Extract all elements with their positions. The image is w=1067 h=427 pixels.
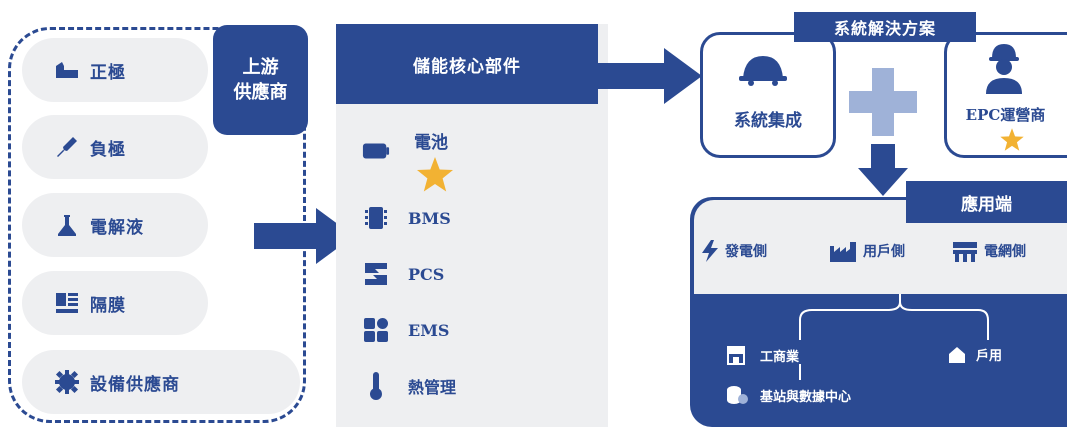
store-icon — [726, 345, 746, 365]
battery-icon — [362, 137, 390, 165]
application-sub-label: 基站與數據中心 — [760, 389, 852, 405]
upstream-item-label: 正極 — [90, 62, 126, 83]
core-item-label: BMS — [408, 208, 451, 228]
application-title-bar: 應用端 — [906, 181, 1067, 223]
branch-bracket — [799, 294, 989, 380]
core-item-battery — [362, 137, 390, 165]
upstream-item-label: 負極 — [90, 139, 126, 160]
flask-icon — [52, 210, 82, 240]
application-title: 應用端 — [961, 194, 1012, 215]
gear-icon — [52, 367, 82, 397]
application-sub-datacenter: 基站與數據中心 — [726, 385, 851, 405]
solution-title-bar: 系統解決方案 — [794, 12, 976, 42]
application-sub-label: 工商業 — [760, 349, 800, 365]
database-icon — [726, 385, 748, 405]
upstream-item-positive: 正極 — [22, 38, 208, 102]
application-sub-household: 戶用 — [948, 345, 1002, 364]
upstream-title-line2: 供應商 — [233, 82, 288, 103]
upstream-item-equipment: 設備供應商 — [22, 350, 300, 414]
upstream-item-electrolyte: 電解液 — [22, 193, 208, 257]
core-item-thermal: 熱管理 — [362, 372, 456, 400]
system-integration-label: 系統集成 — [734, 111, 802, 131]
application-side-grid: 電網側 — [952, 240, 1026, 262]
upstream-title-box: 上游 供應商 — [213, 25, 308, 135]
application-side-generation: 發電側 — [701, 240, 767, 262]
arrow-core-to-solution — [598, 48, 702, 104]
upstream-item-separator: 隔膜 — [22, 271, 208, 335]
positive-electrode-icon — [52, 55, 82, 85]
core-item-pcs: PCS — [362, 260, 444, 288]
application-side-label: 發電側 — [725, 244, 767, 260]
system-integration-box — [700, 32, 836, 158]
star-icon — [1000, 128, 1024, 151]
core-item-label: 熱管理 — [408, 378, 457, 397]
hardhat-icon — [739, 56, 787, 86]
grid-network-icon — [952, 240, 978, 262]
upstream-item-label: 設備供應商 — [90, 374, 180, 395]
core-title-bar: 儲能核心部件 — [336, 24, 598, 104]
lightning-icon — [701, 240, 719, 262]
arrow-upstream-to-core — [254, 208, 354, 264]
thermometer-icon — [362, 372, 390, 400]
core-item-ems: EMS — [362, 316, 449, 344]
upstream-item-label: 隔膜 — [90, 295, 126, 316]
core-item-bms: BMS — [362, 204, 451, 232]
home-icon — [948, 346, 966, 364]
arrow-solution-to-application — [858, 144, 908, 196]
core-item-battery-label: 電池 — [414, 133, 448, 153]
chip-icon — [362, 204, 390, 232]
upstream-title-line1: 上游 — [242, 57, 279, 78]
core-item-label: PCS — [408, 264, 445, 284]
application-sub-label: 戶用 — [976, 349, 1003, 364]
separator-icon — [52, 288, 82, 318]
application-side-label: 用戶側 — [863, 244, 905, 260]
worker-icon — [986, 44, 1022, 94]
core-item-label: EMS — [408, 320, 450, 340]
negative-electrode-icon — [52, 132, 82, 162]
grid-apps-icon — [362, 316, 390, 344]
factory-icon — [829, 240, 859, 262]
application-side-user: 用戶側 — [829, 240, 905, 262]
application-side-label: 電網側 — [984, 244, 1026, 260]
solution-title: 系統解決方案 — [833, 19, 936, 38]
application-sub-commercial: 工商業 — [726, 345, 799, 365]
plus-icon — [849, 68, 917, 136]
core-title: 儲能核心部件 — [413, 56, 521, 77]
upstream-item-negative: 負極 — [22, 115, 208, 179]
star-icon — [417, 157, 453, 192]
upstream-item-label: 電解液 — [90, 217, 144, 238]
epc-operator-label: EPC運營商 — [965, 106, 1046, 124]
converter-icon — [362, 260, 390, 288]
